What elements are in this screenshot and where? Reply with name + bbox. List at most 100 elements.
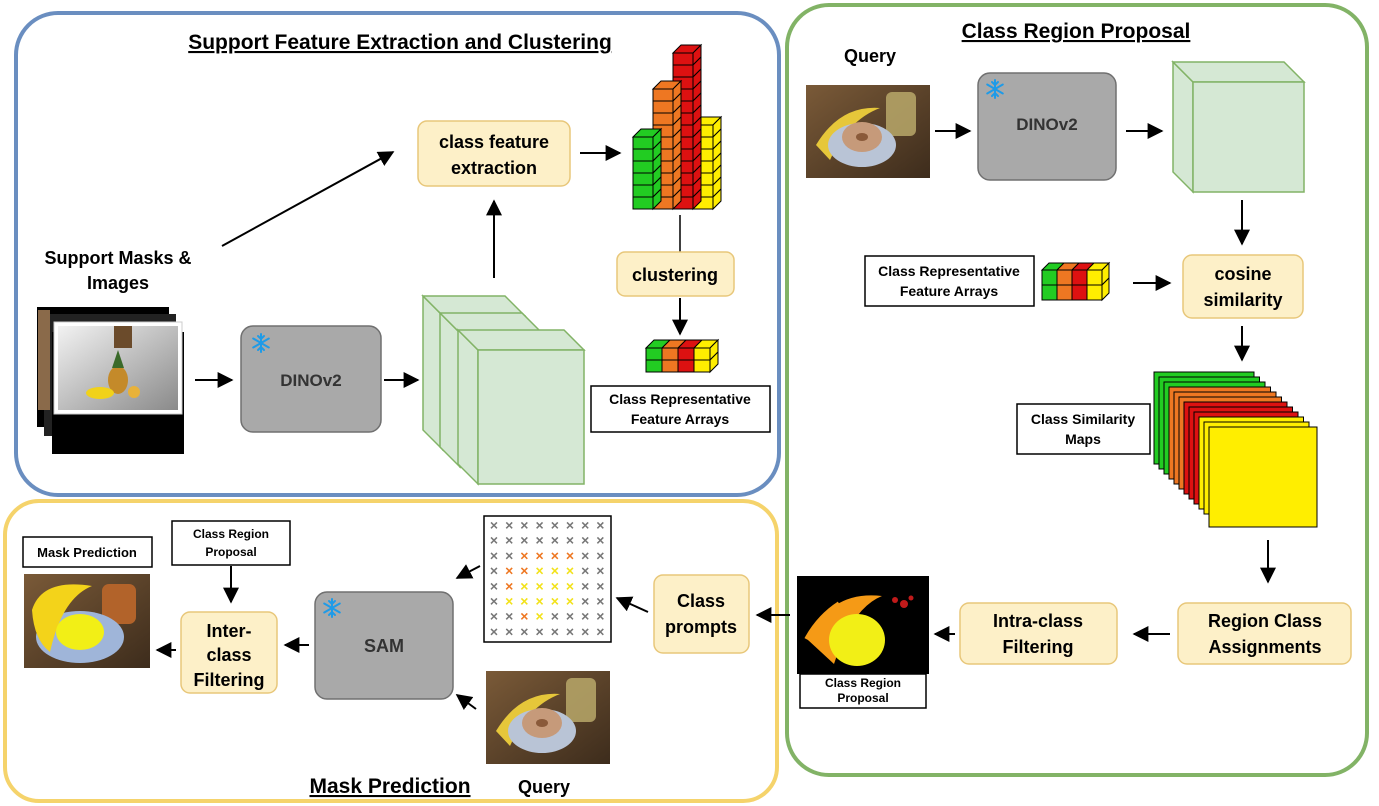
inter-class-filtering-box xyxy=(180,611,278,694)
prompt-point: × xyxy=(551,578,559,594)
sam-model xyxy=(314,591,454,700)
prompt-point: × xyxy=(596,623,604,639)
prompt-point: × xyxy=(536,532,544,548)
feature-cell-side xyxy=(709,350,719,374)
prompt-point: × xyxy=(490,547,498,563)
prompt-point: × xyxy=(505,517,513,533)
feature-cell xyxy=(652,100,674,114)
mask-query-image xyxy=(486,671,610,764)
prompt-point: × xyxy=(536,547,544,563)
prompt-point: × xyxy=(520,623,528,639)
region-proposal-label-2: Proposal xyxy=(837,691,888,705)
region-class-assignments-label: Region Class xyxy=(1208,611,1322,631)
feature-cell xyxy=(1041,284,1058,301)
prompt-point: × xyxy=(520,593,528,609)
prompt-point: × xyxy=(566,593,574,609)
region-proposal-label: Class Region xyxy=(825,676,901,690)
support-input-label-2: Images xyxy=(87,273,149,293)
mask-panel-title: Mask Prediction xyxy=(309,775,470,798)
similarity-maps-label-box xyxy=(1016,403,1151,455)
proposal-input-label: Class Region xyxy=(193,527,269,541)
prompt-point: × xyxy=(505,608,513,624)
prompt-point: × xyxy=(581,593,589,609)
prompt-point: × xyxy=(490,578,498,594)
prompt-point: × xyxy=(490,563,498,579)
feature-cell-side xyxy=(692,187,702,211)
prompt-point: × xyxy=(566,578,574,594)
prompt-point: × xyxy=(536,608,544,624)
prompt-point: × xyxy=(520,517,528,533)
prompt-point: × xyxy=(551,593,559,609)
proposal-input-label-box xyxy=(171,520,291,566)
intra-class-filtering-box xyxy=(959,602,1118,665)
prompt-point: × xyxy=(520,547,528,563)
arrow-icon xyxy=(455,564,481,579)
prompt-point: × xyxy=(505,532,513,548)
mask-query-label: Query xyxy=(518,777,570,797)
support-output-label-box xyxy=(590,385,771,433)
region-proposal-label-box xyxy=(799,673,927,709)
feature-cell xyxy=(1056,284,1073,301)
class-feature-extraction-label: class feature xyxy=(439,132,549,152)
prompt-point: × xyxy=(566,517,574,533)
prompt-point: × xyxy=(596,578,604,594)
support-panel-title: Support Feature Extraction and Clusterin… xyxy=(188,31,612,54)
prompt-point: × xyxy=(551,532,559,548)
feature-cell-side xyxy=(1101,276,1110,302)
cosine-similarity-label: cosine xyxy=(1214,264,1271,284)
feature-cell xyxy=(661,359,679,373)
feature-cell xyxy=(1071,284,1088,301)
inter-class-filtering-label: Inter- xyxy=(207,621,252,641)
region-input-label-box xyxy=(864,255,1035,307)
arrow-icon xyxy=(455,694,477,710)
region-query-image xyxy=(806,85,930,178)
prompt-point: × xyxy=(596,532,604,548)
prompt-point: × xyxy=(490,532,498,548)
feature-cell xyxy=(645,347,663,361)
region-class-assignments-label-2: Assignments xyxy=(1208,637,1321,657)
feature-cell xyxy=(632,136,654,150)
prompt-point: × xyxy=(520,532,528,548)
class-prompts-box xyxy=(653,574,750,654)
clustering-box xyxy=(616,251,735,297)
feature-cell xyxy=(1041,269,1058,286)
prompt-point: × xyxy=(505,623,513,639)
prompt-point: × xyxy=(581,532,589,548)
prompt-point-grid: ××××××××××××××××××××××××××××××××××××××××… xyxy=(483,515,612,643)
feature-cell xyxy=(652,112,674,126)
prompt-point: × xyxy=(581,608,589,624)
prompt-point: × xyxy=(551,623,559,639)
feature-cell xyxy=(645,359,663,373)
prompt-point: × xyxy=(551,608,559,624)
support-output-label-2: Feature Arrays xyxy=(631,411,730,427)
feature-cell-side xyxy=(652,187,662,211)
similarity-map xyxy=(1208,426,1318,528)
region-dinov2-label: DINOv2 xyxy=(1016,115,1077,134)
arrow-icon xyxy=(615,596,649,613)
prompt-point: × xyxy=(551,517,559,533)
sam-label: SAM xyxy=(364,636,404,656)
feature-cell xyxy=(632,196,654,210)
clustering-label: clustering xyxy=(632,265,718,285)
prompt-point: × xyxy=(566,563,574,579)
region-panel-title: Class Region Proposal xyxy=(962,20,1191,43)
support-representative-array xyxy=(644,338,720,374)
prompt-point: × xyxy=(581,547,589,563)
class-feature-extraction-label-2: extraction xyxy=(451,158,537,178)
region-input-label-2: Feature Arrays xyxy=(900,283,999,299)
support-panel xyxy=(14,11,781,497)
mask-panel xyxy=(3,499,779,803)
prompt-point: × xyxy=(581,563,589,579)
prompt-point: × xyxy=(566,532,574,548)
prompt-point: × xyxy=(505,593,513,609)
feature-cell xyxy=(677,347,695,361)
cosine-similarity-box xyxy=(1182,254,1304,319)
support-output-label: Class Representative xyxy=(609,391,751,407)
feature-cell xyxy=(693,347,711,361)
prompt-point: × xyxy=(505,547,513,563)
prompt-point: × xyxy=(596,563,604,579)
feature-cell-side xyxy=(672,187,682,211)
prompt-point: × xyxy=(581,578,589,594)
prompt-point: × xyxy=(551,563,559,579)
prompt-point: × xyxy=(490,517,498,533)
